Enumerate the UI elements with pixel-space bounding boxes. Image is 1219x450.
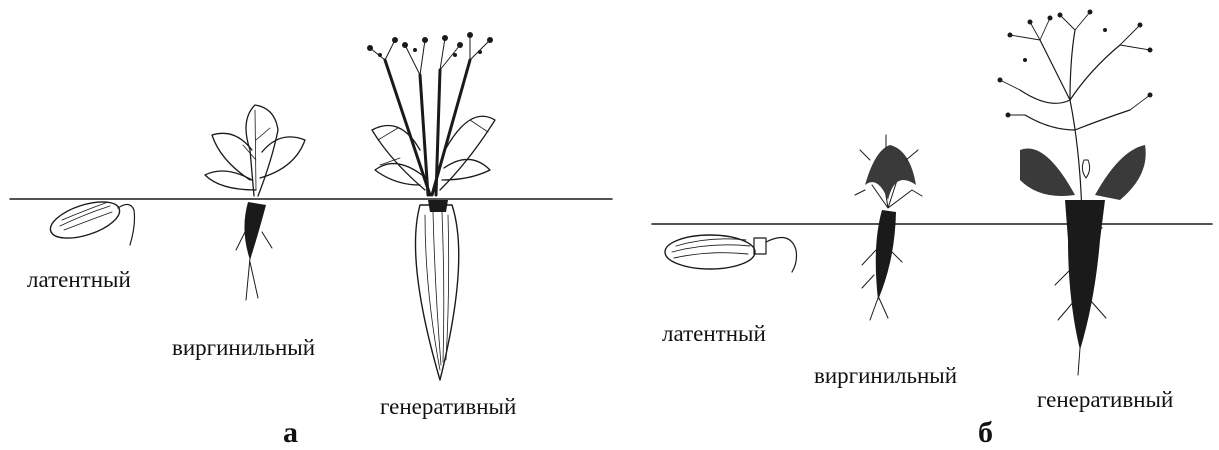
virginile-plant-b: [855, 135, 922, 320]
panel-letter-b: б: [978, 418, 993, 448]
generative-plant-b: [998, 10, 1153, 376]
panel-a: латентный виргинильный генеративный а: [0, 0, 620, 450]
label-virginile-b: виргинильный: [814, 364, 957, 387]
label-latent-a: латентный: [27, 268, 131, 291]
generative-plant-a: [367, 32, 495, 380]
label-latent-b: латентный: [662, 322, 766, 345]
latent-seed-a: [46, 195, 134, 246]
label-generative-b: генеративный: [1037, 388, 1173, 411]
panel-b: латентный виргинильный генеративный б: [650, 0, 1219, 450]
label-virginile-a: виргинильный: [172, 336, 315, 359]
latent-seed-b: [665, 235, 797, 272]
label-generative-a: генеративный: [380, 395, 516, 418]
panel-a-illustration: [0, 0, 620, 450]
panel-letter-a: а: [283, 418, 298, 448]
virginile-plant-a: [205, 105, 305, 300]
